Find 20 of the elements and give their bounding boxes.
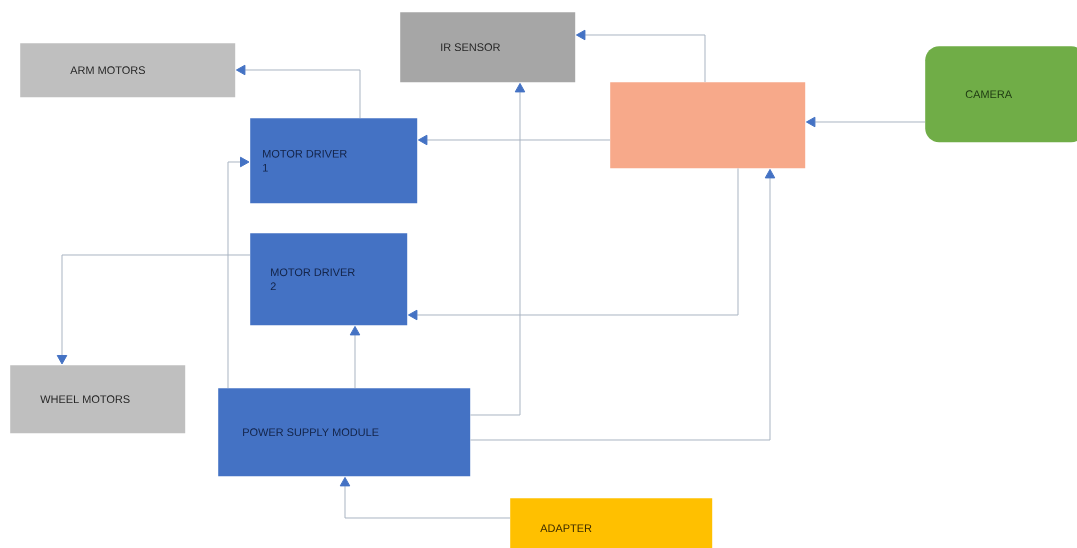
arrow [56,254,251,365]
arrow [227,156,250,389]
component-box: WHEEL MOTORS [10,365,186,434]
process-box: MOTOR DRIVER 1 [250,118,418,204]
arrow [339,476,511,519]
arrow [407,167,739,321]
arrow [805,116,926,128]
component-box: ARM MOTORS [20,43,236,98]
arrow [469,168,776,441]
component-box: ADAPTER [510,498,713,548]
controller-box [610,82,806,169]
process-box: POWER SUPPLY MODULE [218,388,471,477]
arrow [349,325,361,389]
process-box: MOTOR DRIVER 2 [250,233,408,326]
arrow [417,134,611,146]
component-box: IR SENSOR [400,12,576,83]
component-box: CAMERA [925,46,1077,143]
arrow [575,29,706,83]
arrow [469,82,526,416]
arrow [235,64,361,119]
